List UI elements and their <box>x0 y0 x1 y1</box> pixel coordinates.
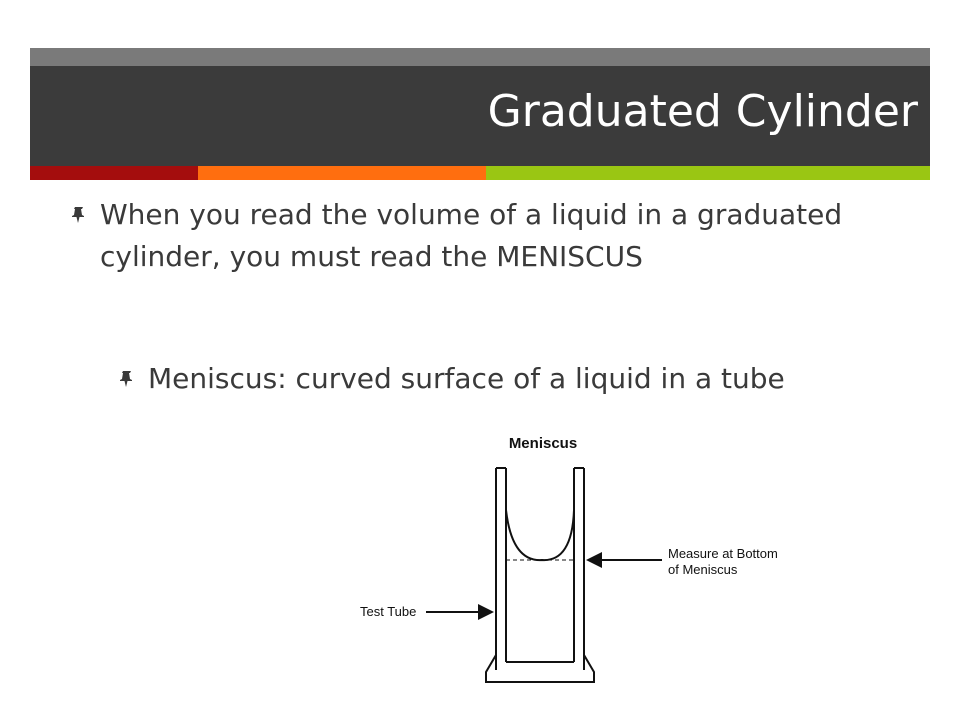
accent-segment-orange <box>198 166 486 180</box>
accent-bar <box>30 166 930 180</box>
accent-segment-green <box>486 166 930 180</box>
pushpin-icon <box>120 371 132 387</box>
title-bar: Graduated Cylinder <box>30 66 930 166</box>
label-of-meniscus: of Meniscus <box>668 562 738 577</box>
label-measure-bottom: Measure at Bottom <box>668 546 778 561</box>
bullet-item-level1: When you read the volume of a liquid in … <box>70 194 850 278</box>
label-test-tube: Test Tube <box>360 604 416 619</box>
pushpin-icon <box>72 207 84 223</box>
accent-segment-red <box>30 166 198 180</box>
slide-title: Graduated Cylinder <box>487 86 918 137</box>
bullet-text: Meniscus: curved surface of a liquid in … <box>148 362 785 395</box>
top-strip <box>30 48 930 66</box>
bullet-text: When you read the volume of a liquid in … <box>100 198 843 273</box>
meniscus-diagram: Meniscus Measure at Bottom of Meniscus T… <box>360 435 778 683</box>
test-tube-walls <box>495 467 585 670</box>
diagram-title: Meniscus <box>509 435 577 452</box>
bullet-item-level2: Meniscus: curved surface of a liquid in … <box>118 358 838 400</box>
test-tube-base <box>485 654 595 683</box>
meniscus-curve <box>505 509 575 562</box>
